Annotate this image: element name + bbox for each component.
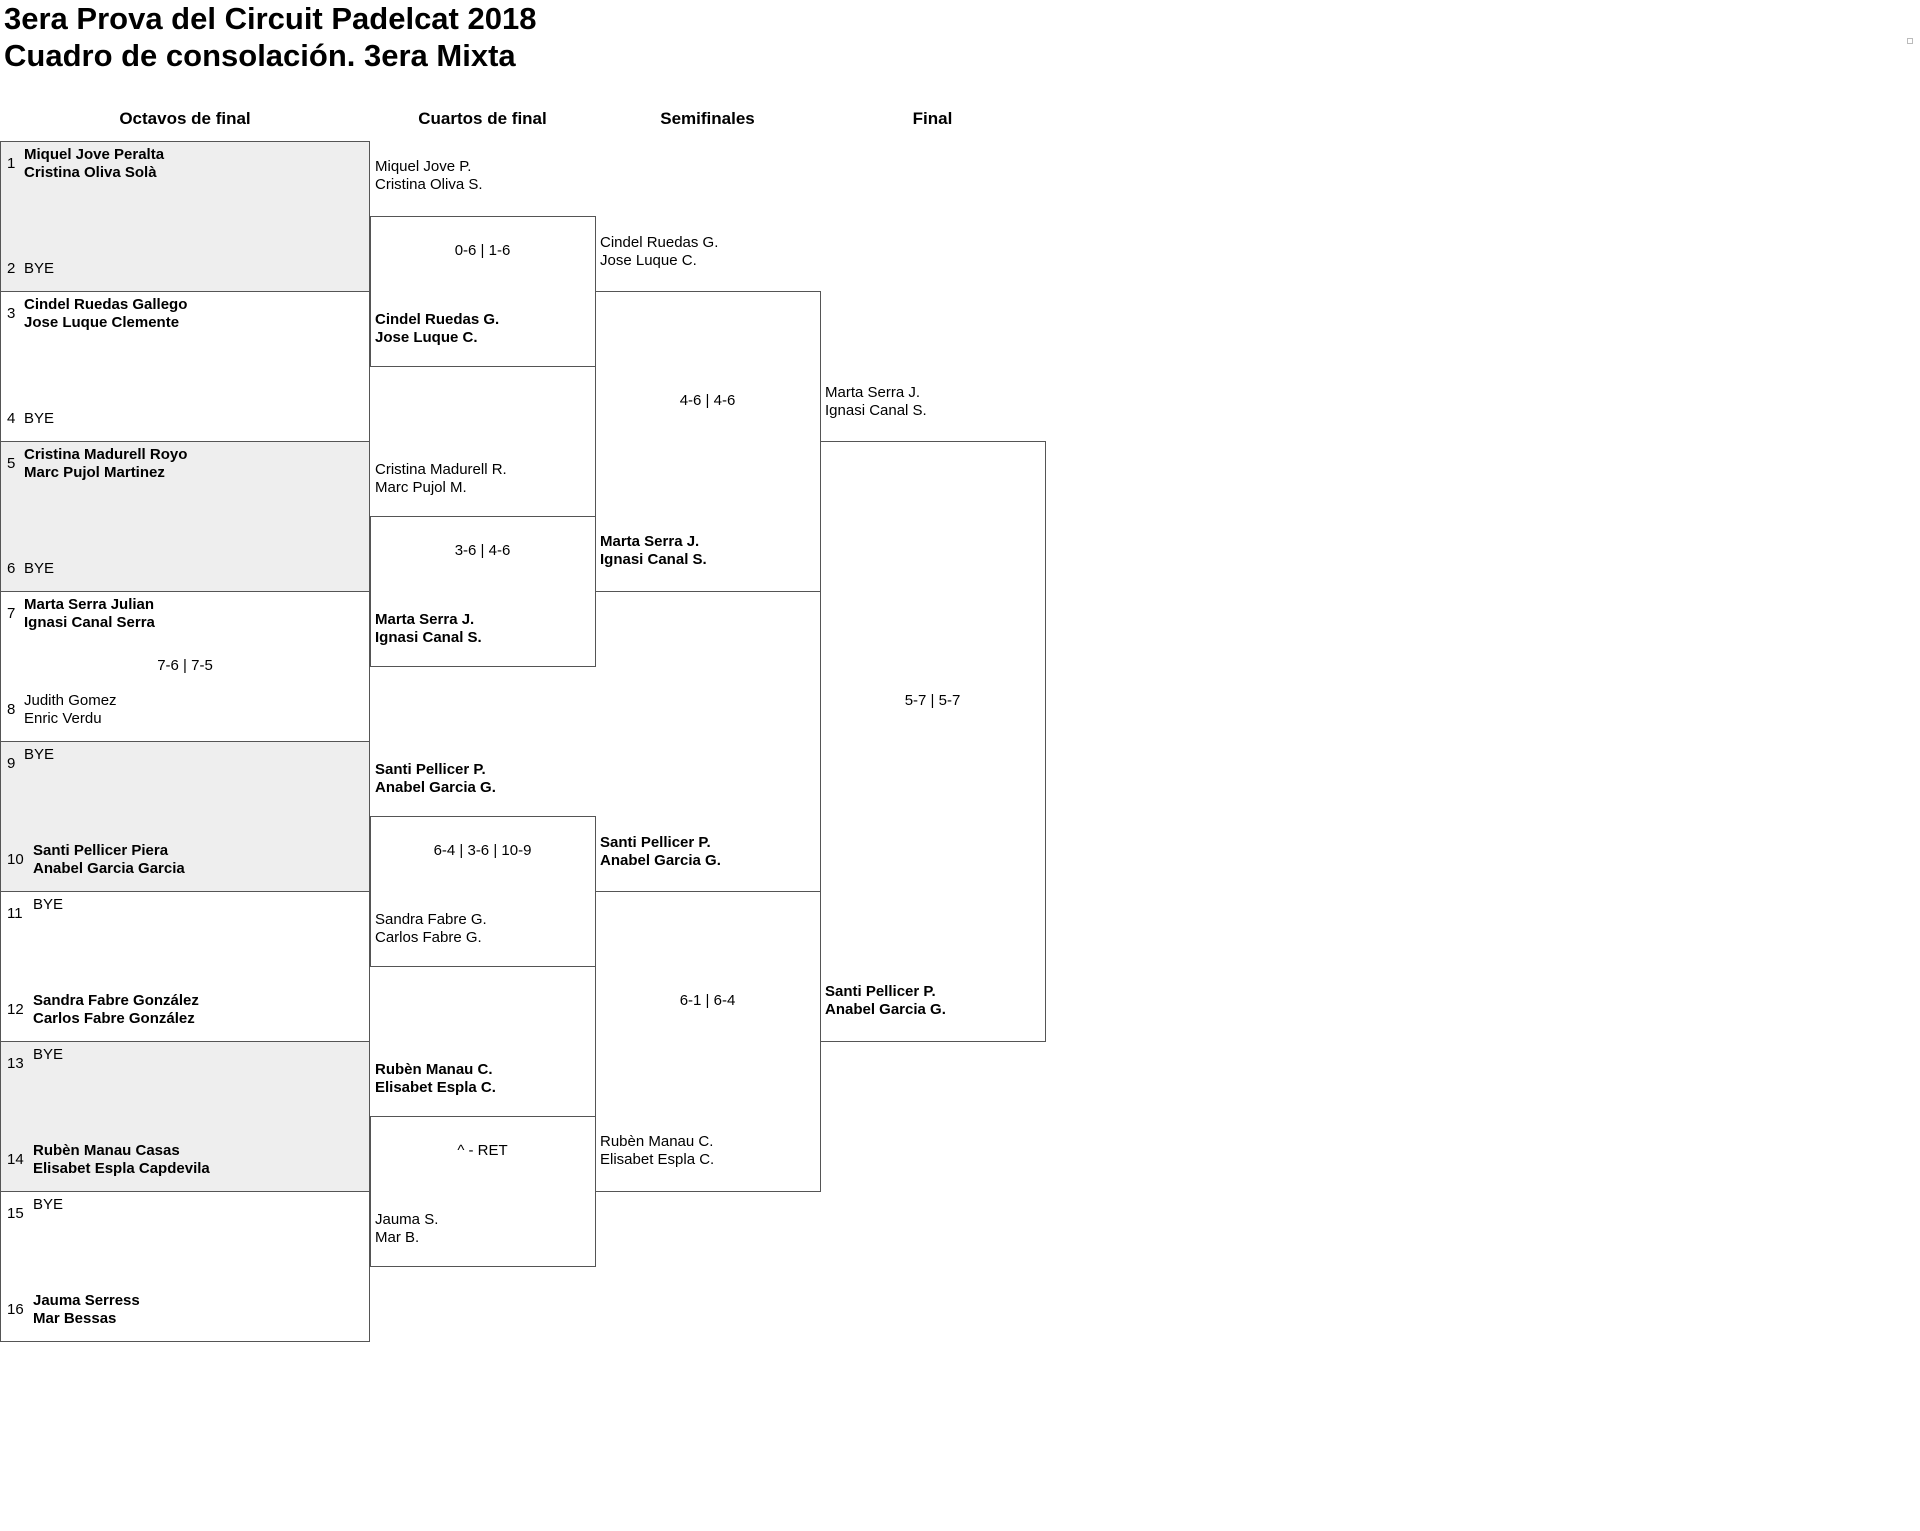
- r16-entry-line1: Sandra Fabre González: [33, 992, 199, 1009]
- r16-entry-line1: BYE: [33, 1196, 64, 1213]
- seed-number: 15: [7, 1205, 24, 1222]
- qf-entry-line2: Cristina Oliva S.: [375, 176, 483, 193]
- qf-entry-line1: Miquel Jove P.: [375, 158, 472, 175]
- r16-match-box: [0, 1191, 370, 1342]
- sf-entry-line2: Elisabet Espla C.: [600, 1151, 715, 1168]
- r16-entry-line2: Marc Pujol Martinez: [24, 464, 165, 481]
- r16-entry-line1: Jauma Serress: [33, 1292, 140, 1309]
- round-header-cuartos: Cuartos de final: [418, 109, 547, 128]
- corner-marker: [1907, 38, 1913, 44]
- seed-number: 14: [7, 1151, 24, 1168]
- r16-entry-line1: BYE: [24, 410, 55, 427]
- seed-number: 6: [7, 560, 16, 577]
- final-match-box: [820, 441, 1046, 1042]
- r16-entry-line2: Mar Bessas: [33, 1310, 117, 1327]
- page-subtitle: Cuadro de consolación. 3era Mixta: [4, 38, 516, 73]
- sf-score: 6-1 | 6-4: [679, 992, 736, 1009]
- seed-number: 8: [7, 701, 16, 718]
- r16-entry-line1: BYE: [33, 1046, 64, 1063]
- seed-number: 5: [7, 455, 16, 472]
- seed-number: 11: [7, 905, 23, 922]
- qf-entry-line2: Marc Pujol M.: [375, 479, 467, 496]
- final-entry-line2: Ignasi Canal S.: [825, 402, 927, 419]
- sf-score: 4-6 | 4-6: [679, 392, 736, 409]
- r16-entry-line2: Ignasi Canal Serra: [24, 614, 155, 631]
- seed-number: 4: [7, 410, 16, 427]
- qf-entry-line2: Mar B.: [375, 1229, 420, 1246]
- r16-entry-line2: Carlos Fabre González: [33, 1010, 195, 1027]
- qf-entry-line2: Ignasi Canal S.: [375, 629, 482, 646]
- qf-entry-line2: Jose Luque C.: [375, 329, 478, 346]
- final-entry-line1: Marta Serra J.: [825, 384, 921, 401]
- round-header-semifinales: Semifinales: [660, 109, 755, 128]
- r16-entry-line1: BYE: [24, 746, 55, 763]
- qf-entry-line1: Cristina Madurell R.: [375, 461, 507, 478]
- r16-entry-line2: Cristina Oliva Solà: [24, 164, 157, 181]
- r16-entry-line2: Anabel Garcia Garcia: [33, 860, 185, 877]
- r16-entry-line1: BYE: [33, 896, 64, 913]
- sf-entry-line1: Rubèn Manau C.: [600, 1133, 714, 1150]
- final-entry-line2: Anabel Garcia G.: [825, 1001, 946, 1018]
- qf-score: ^ - RET: [457, 1142, 508, 1159]
- r16-entry-line1: Santi Pellicer Piera: [33, 842, 169, 859]
- sf-entry-line2: Ignasi Canal S.: [600, 551, 707, 568]
- final-score: 5-7 | 5-7: [904, 692, 961, 709]
- qf-entry-line1: Rubèn Manau C.: [375, 1061, 493, 1078]
- seed-number: 9: [7, 755, 16, 772]
- seed-number: 16: [7, 1301, 24, 1318]
- r16-entry-line2: Jose Luque Clemente: [24, 314, 180, 331]
- round-header-octavos: Octavos de final: [119, 109, 251, 128]
- r16-entry-line2: Enric Verdu: [24, 710, 102, 727]
- r16-entry-line1: Marta Serra Julian: [24, 596, 155, 613]
- sf-entry-line1: Cindel Ruedas G.: [600, 234, 719, 251]
- seed-number: 3: [7, 305, 16, 322]
- sf-entry-line1: Santi Pellicer P.: [600, 834, 711, 851]
- r16-entry-line2: Elisabet Espla Capdevila: [33, 1160, 210, 1177]
- qf-entry-line2: Anabel Garcia G.: [375, 779, 496, 796]
- sf-entry-line2: Jose Luque C.: [600, 252, 697, 269]
- r16-match-box: [0, 441, 370, 592]
- qf-score: 6-4 | 3-6 | 10-9: [433, 842, 532, 859]
- seed-number: 13: [7, 1055, 24, 1072]
- sf-entry-line1: Marta Serra J.: [600, 533, 700, 550]
- qf-entry-line1: Cindel Ruedas G.: [375, 311, 500, 328]
- seed-number: 10: [7, 851, 24, 868]
- r16-entry-line1: Cindel Ruedas Gallego: [24, 296, 188, 313]
- qf-entry-line1: Santi Pellicer P.: [375, 761, 486, 778]
- seed-number: 12: [7, 1001, 24, 1018]
- r16-entry-line1: Miquel Jove Peralta: [24, 146, 165, 163]
- r16-match-box: [0, 141, 370, 292]
- r16-entry-line1: Judith Gomez: [24, 692, 117, 709]
- round-header-final: Final: [912, 109, 953, 128]
- seed-number: 7: [7, 605, 16, 622]
- sf-entry-line2: Anabel Garcia G.: [600, 852, 721, 869]
- qf-entry-line2: Elisabet Espla C.: [375, 1079, 496, 1096]
- page-title: 3era Prova del Circuit Padelcat 2018: [4, 1, 537, 36]
- r16-entry-line1: BYE: [24, 260, 55, 277]
- r16-match-box: [0, 741, 370, 892]
- seed-number: 1: [7, 155, 16, 172]
- final-entry-line1: Santi Pellicer P.: [825, 983, 936, 1000]
- qf-entry-line1: Jauma S.: [375, 1211, 439, 1228]
- qf-score: 0-6 | 1-6: [454, 242, 511, 259]
- qf-entry-line2: Carlos Fabre G.: [375, 929, 482, 946]
- r16-entry-line1: Rubèn Manau Casas: [33, 1142, 180, 1159]
- qf-entry-line1: Marta Serra J.: [375, 611, 475, 628]
- r16-entry-line1: BYE: [24, 560, 55, 577]
- r16-match-box: [0, 1041, 370, 1192]
- qf-score: 3-6 | 4-6: [454, 542, 511, 559]
- seed-number: 2: [7, 260, 16, 277]
- r16-entry-line1: Cristina Madurell Royo: [24, 446, 188, 463]
- r16-score: 7-6 | 7-5: [157, 657, 213, 674]
- qf-entry-line1: Sandra Fabre G.: [375, 911, 487, 928]
